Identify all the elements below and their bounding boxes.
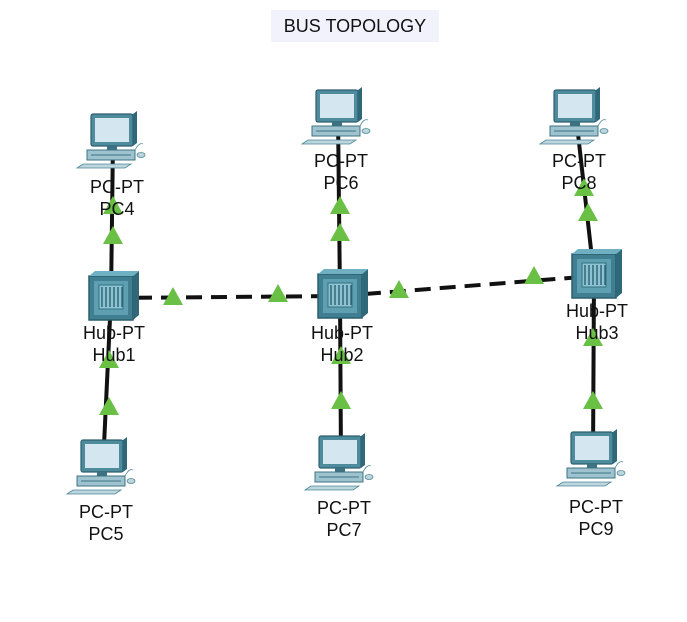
link-light-hub3-pc9-1 — [583, 391, 603, 409]
link-hub2-pc7[interactable] — [338, 295, 343, 463]
link-light-hub1-pc5-1 — [99, 397, 119, 415]
pc6-computer-icon[interactable] — [300, 87, 371, 145]
device-model-label: PC-PT — [90, 177, 144, 197]
pc8-computer-icon[interactable] — [538, 87, 609, 145]
diagram-title: BUS TOPOLOGY — [271, 10, 439, 42]
device-model-label: PC-PT — [317, 498, 371, 518]
pc5-computer-icon[interactable] — [65, 437, 136, 495]
link-light-hub1-pc4-2 — [103, 196, 123, 214]
link-hub2-hub3[interactable] — [339, 274, 595, 298]
device-name-label: PC8 — [561, 173, 597, 193]
link-light-hub3-pc9-2 — [583, 328, 603, 346]
link-light-hub2-pc6-2 — [330, 196, 350, 214]
device-model-label: Hub-PT — [310, 323, 374, 343]
device-model-label: Hub-PT — [82, 323, 146, 343]
device-name-label: PC4 — [99, 199, 135, 219]
link-hub1-hub2[interactable] — [110, 294, 341, 300]
device-name-label: Hub3 — [575, 323, 619, 343]
device-name-label: Hub2 — [320, 345, 364, 365]
link-light-hub2-pc7-1 — [331, 391, 351, 409]
link-light-hub3-pc8-1 — [578, 203, 598, 221]
hub3-hub-icon[interactable] — [571, 249, 622, 299]
device-name-label: PC6 — [323, 173, 359, 193]
device-name-label: Hub1 — [92, 345, 136, 365]
device-name-label: PC9 — [578, 519, 614, 539]
pc9-computer-icon[interactable] — [555, 429, 626, 487]
link-light-hub2-hub3-1 — [389, 280, 409, 298]
device-model-label: Hub-PT — [565, 301, 629, 321]
device-model-label: PC-PT — [79, 502, 133, 522]
link-light-hub2-hub3-2 — [524, 266, 544, 284]
device-model-label: PC-PT — [569, 497, 623, 517]
pc4-computer-icon[interactable] — [75, 111, 146, 169]
link-light-hub1-hub2-1 — [163, 287, 183, 305]
device-name-label: PC7 — [326, 520, 362, 540]
device-model-label: PC-PT — [314, 151, 368, 171]
link-lights-layer — [99, 178, 603, 415]
link-light-hub2-pc6-1 — [330, 223, 350, 241]
link-light-hub1-pc5-2 — [99, 350, 119, 368]
hub1-hub-icon[interactable] — [88, 271, 139, 321]
link-light-hub1-pc4-1 — [103, 226, 123, 244]
device-name-label: PC5 — [88, 524, 124, 544]
link-light-hub2-pc7-2 — [331, 346, 351, 364]
pc7-computer-icon[interactable] — [303, 433, 374, 491]
link-light-hub1-hub2-2 — [268, 284, 288, 302]
link-hub3-pc9[interactable] — [591, 275, 596, 459]
link-hub1-pc5[interactable] — [101, 297, 113, 467]
link-light-hub3-pc8-2 — [574, 178, 594, 196]
hub2-hub-icon[interactable] — [317, 269, 368, 319]
diagram-title-text: BUS TOPOLOGY — [283, 15, 427, 36]
device-model-label: PC-PT — [552, 151, 606, 171]
